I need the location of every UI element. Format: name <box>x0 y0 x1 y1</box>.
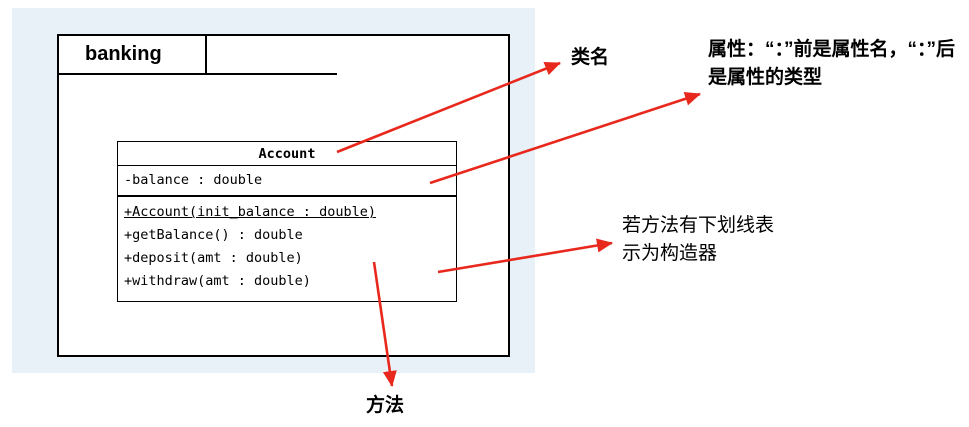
package-tab-extension <box>207 36 337 75</box>
class-title: Account <box>118 142 456 166</box>
package-tab: banking <box>59 36 207 75</box>
class-attributes-compartment: -balance : double <box>118 166 456 197</box>
method-row: +withdraw(amt : double) <box>124 273 311 289</box>
method-row-constructor: +Account(init_balance : double) <box>124 204 376 220</box>
method-row: +getBalance() : double <box>124 227 303 243</box>
attribute-note: 属性：“：”前是属性名，“：”后是属性的类型 <box>708 39 956 88</box>
method-row: +deposit(amt : double) <box>124 250 303 266</box>
package-name: banking <box>85 43 162 65</box>
class-methods-compartment: +Account(init_balance : double) +getBala… <box>118 197 456 301</box>
uml-package: banking Account -balance : double +Accou… <box>57 34 510 357</box>
class-name-label: 类名 <box>571 47 610 68</box>
method-label: 方法 <box>366 395 405 416</box>
uml-class-box: Account -balance : double +Account(init_… <box>117 141 457 302</box>
attribute-row: -balance : double <box>124 172 263 188</box>
constructor-note: 若方法有下划线表示为构造器 <box>622 215 775 264</box>
